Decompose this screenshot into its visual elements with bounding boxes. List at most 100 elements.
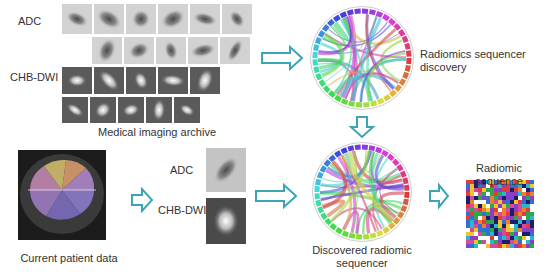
chord-segment bbox=[322, 167, 325, 172]
block-arrow bbox=[430, 185, 448, 207]
noise-pixel bbox=[510, 224, 514, 228]
thumbnail-tile bbox=[188, 37, 218, 64]
noise-pixel bbox=[522, 212, 526, 216]
noise-pixel bbox=[506, 224, 510, 228]
chord-link bbox=[361, 51, 405, 102]
noise-pixel bbox=[510, 216, 514, 220]
noise-pixel bbox=[490, 208, 494, 212]
chord-segment bbox=[404, 185, 410, 191]
thumbnail-tile bbox=[158, 4, 188, 34]
noise-pixel bbox=[470, 220, 474, 224]
chord-segment bbox=[394, 160, 398, 164]
noise-pixel bbox=[506, 192, 510, 196]
noise-pixel bbox=[474, 236, 478, 240]
noise-pixel bbox=[470, 208, 474, 212]
noise-pixel bbox=[530, 220, 534, 224]
noise-pixel bbox=[510, 236, 514, 240]
noise-pixel bbox=[510, 244, 514, 248]
noise-pixel bbox=[470, 224, 474, 228]
noise-pixel bbox=[486, 204, 490, 208]
noise-pixel bbox=[482, 216, 486, 220]
noise-pixel bbox=[494, 228, 498, 232]
chord-segment bbox=[369, 148, 375, 149]
chord-segment bbox=[348, 148, 354, 149]
noise-pixel bbox=[526, 228, 530, 232]
noise-pixel bbox=[478, 228, 482, 232]
noise-pixel bbox=[466, 232, 470, 236]
caption: Radiomics sequencer discovery bbox=[420, 48, 544, 74]
noise-pixel bbox=[526, 180, 530, 184]
chord-segment bbox=[377, 13, 383, 15]
block-arrow bbox=[256, 185, 296, 207]
noise-pixel bbox=[498, 232, 502, 236]
noise-pixel bbox=[498, 212, 502, 216]
noise-pixel bbox=[466, 212, 470, 216]
noise-pixel bbox=[530, 204, 534, 208]
noise-pixel bbox=[478, 212, 482, 216]
zone bbox=[30, 190, 62, 216]
noise-pixel bbox=[466, 216, 470, 220]
chord-segment bbox=[378, 100, 384, 102]
noise-pixel bbox=[490, 228, 494, 232]
noise-pixel bbox=[490, 236, 494, 240]
chord-segment bbox=[337, 229, 342, 232]
noise-pixel bbox=[474, 244, 478, 248]
chord-segment bbox=[400, 30, 403, 35]
thumbnail-tile bbox=[222, 4, 252, 34]
noise-pixel bbox=[514, 232, 518, 236]
noise-pixel bbox=[490, 232, 494, 236]
chord-outer-ring bbox=[313, 143, 412, 242]
noise-pixel bbox=[466, 196, 470, 200]
noise-pixel bbox=[466, 228, 470, 232]
chord-segment bbox=[396, 86, 400, 91]
noise-pixel bbox=[526, 216, 530, 220]
noise-pixel bbox=[486, 236, 490, 240]
noise-pixel bbox=[490, 196, 494, 200]
chord-segment bbox=[385, 96, 390, 99]
noise-pixel bbox=[506, 216, 510, 220]
chord-segment bbox=[349, 103, 355, 104]
noise-pixel bbox=[506, 208, 510, 212]
noise-pixel bbox=[510, 208, 514, 212]
image-group: Current patient data bbox=[8, 142, 128, 270]
noise-pixel bbox=[498, 240, 502, 244]
chord-segment bbox=[355, 145, 361, 151]
scan-tissue bbox=[20, 154, 104, 234]
chord-segment bbox=[317, 38, 319, 44]
image-group: ADCCHB-DWI bbox=[156, 146, 252, 248]
noise-pixel bbox=[506, 232, 510, 236]
noise-pixel bbox=[530, 232, 534, 236]
thumbnail-tile bbox=[158, 67, 188, 94]
noise-pixel bbox=[494, 192, 498, 196]
chord-segment bbox=[377, 232, 382, 234]
noise-pixel bbox=[478, 224, 482, 228]
noise-pixel bbox=[486, 224, 490, 228]
chord-segment bbox=[313, 52, 318, 58]
noise-pixel bbox=[478, 192, 482, 196]
noise-pixel bbox=[530, 208, 534, 212]
noise-pixel bbox=[502, 204, 506, 208]
noise-pixel bbox=[526, 184, 530, 188]
noise-pixel bbox=[490, 204, 494, 208]
chord-segment bbox=[320, 207, 322, 212]
noise-pixel bbox=[482, 208, 486, 212]
noise-pixel bbox=[498, 224, 502, 228]
thumbnail-blob bbox=[157, 5, 188, 33]
noise-pixel bbox=[486, 232, 490, 236]
chord-segment bbox=[325, 87, 329, 92]
chord-segment bbox=[363, 234, 369, 240]
noise-pixel bbox=[478, 188, 482, 192]
chord-segment bbox=[382, 152, 387, 155]
chord-segment bbox=[390, 20, 395, 24]
noise-pixel bbox=[522, 204, 526, 208]
noise-pixel bbox=[510, 196, 514, 200]
noise-pixel bbox=[506, 196, 510, 200]
noise-pixel bbox=[526, 224, 530, 228]
noise-pixel bbox=[530, 192, 534, 196]
noise-pixel bbox=[466, 204, 470, 208]
thumbnail-blob bbox=[152, 98, 167, 122]
caption: Discovered radiomic sequencer bbox=[300, 244, 424, 270]
chord-segment bbox=[389, 156, 393, 160]
noise-pixel bbox=[474, 188, 478, 192]
